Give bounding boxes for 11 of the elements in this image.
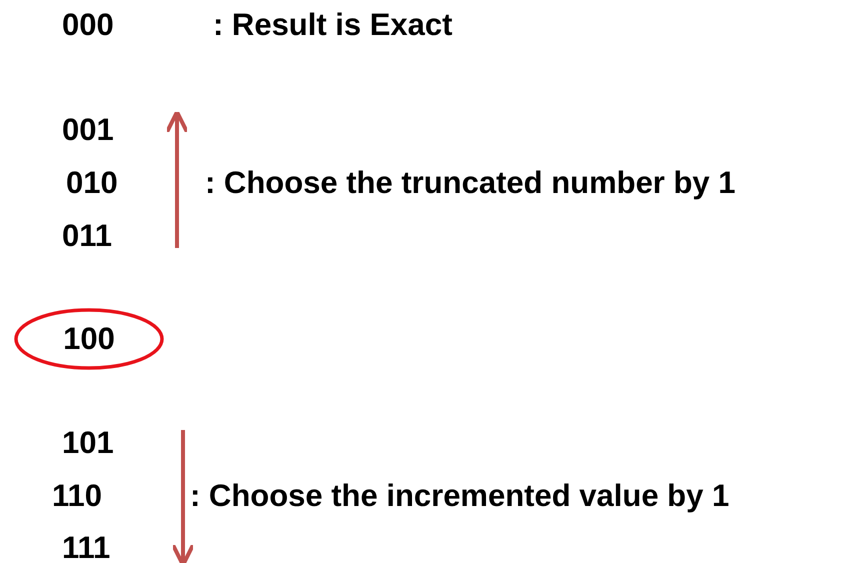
rule-text: : Choose the truncated number by 1	[205, 165, 736, 201]
circled-value: 100	[14, 308, 164, 370]
bit-pattern: 101	[62, 425, 114, 461]
bit-pattern: 011	[62, 218, 112, 254]
bit-pattern: 110	[52, 478, 102, 514]
bit-pattern: 010	[66, 165, 118, 201]
bit-pattern: 000	[62, 7, 114, 43]
rule-text: : Choose the incremented value by 1	[190, 478, 730, 514]
bit-pattern: 001	[62, 112, 114, 148]
rule-text: : Result is Exact	[213, 7, 452, 43]
bit-pattern: 111	[62, 530, 110, 563]
